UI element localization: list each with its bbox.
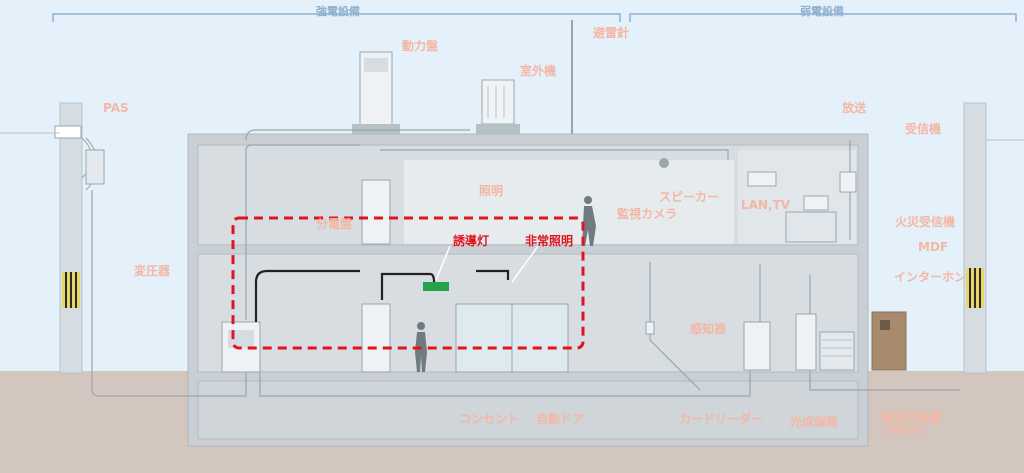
transformer-label: 変圧器 xyxy=(134,264,171,278)
intercom-label: インターホン xyxy=(894,270,967,284)
emergency-light-label: 非常照明 xyxy=(525,234,574,248)
utility-pole-left xyxy=(0,102,105,374)
wiring xyxy=(91,129,960,397)
building xyxy=(187,133,869,447)
fire-receiver-unit xyxy=(743,321,771,371)
mdf-label: MDF xyxy=(918,240,949,254)
receiver-unit xyxy=(839,171,857,193)
guide-light-label: 誘導灯 xyxy=(453,234,490,248)
exit-sign xyxy=(423,282,449,291)
optical-terminal-label: 光成端箱 xyxy=(790,415,839,429)
card-reader-label: カードリーダー xyxy=(679,412,764,426)
pbx-label-line1: 電話交換機 xyxy=(881,411,942,425)
person-upper xyxy=(582,196,596,246)
emergency-light-leader xyxy=(511,245,539,283)
sensor-label: 感知器 xyxy=(690,322,727,336)
broadcast-label: 放送 xyxy=(842,101,867,115)
receiver-label: 受信機 xyxy=(905,122,942,136)
strong-bracket xyxy=(52,13,621,22)
outlet-label: コンセント xyxy=(459,412,520,426)
pbx-unit xyxy=(871,311,907,371)
distribution-panel-upper xyxy=(361,179,391,245)
pas-label: PAS xyxy=(103,101,129,115)
auto-door xyxy=(455,303,569,373)
speaker-label: スピーカー xyxy=(659,190,720,204)
tv-monitor xyxy=(785,195,837,243)
camera-device xyxy=(659,158,669,168)
card-reader-device xyxy=(645,321,655,335)
camera-label: 監視カメラ xyxy=(617,207,678,221)
emergency-wiring xyxy=(254,269,510,322)
power-panel-roof xyxy=(352,51,400,134)
optical-terminal-box xyxy=(795,313,817,371)
pbx-label-line2: (PBX) xyxy=(885,424,924,438)
outdoor-unit-label: 室外機 xyxy=(520,64,557,78)
strong-equipment-header: 強電設備 xyxy=(316,5,360,18)
auto-door-label: 自動ドア xyxy=(536,412,585,426)
outdoor-unit xyxy=(476,79,520,134)
broadcast-amp xyxy=(747,171,777,187)
lighting-label: 照明 xyxy=(479,184,504,198)
guide-light-leader xyxy=(435,245,451,281)
emergency-zone-highlight xyxy=(231,216,585,350)
mdf-rack xyxy=(819,331,855,371)
person-lower xyxy=(415,322,427,372)
lan-tv-label: LAN,TV xyxy=(741,198,791,212)
distribution-panel-lower xyxy=(361,303,391,373)
fire-receiver-label: 火災受信機 xyxy=(895,215,956,229)
weak-equipment-header: 弱電設備 xyxy=(800,5,844,18)
lightning-rod-label: 避雷針 xyxy=(593,26,630,40)
utility-pole-right xyxy=(963,102,1024,374)
power-panel-label: 動力盤 xyxy=(402,39,439,53)
weak-bracket xyxy=(629,13,1017,22)
distribution-panel-label: 分電盤 xyxy=(316,217,353,231)
